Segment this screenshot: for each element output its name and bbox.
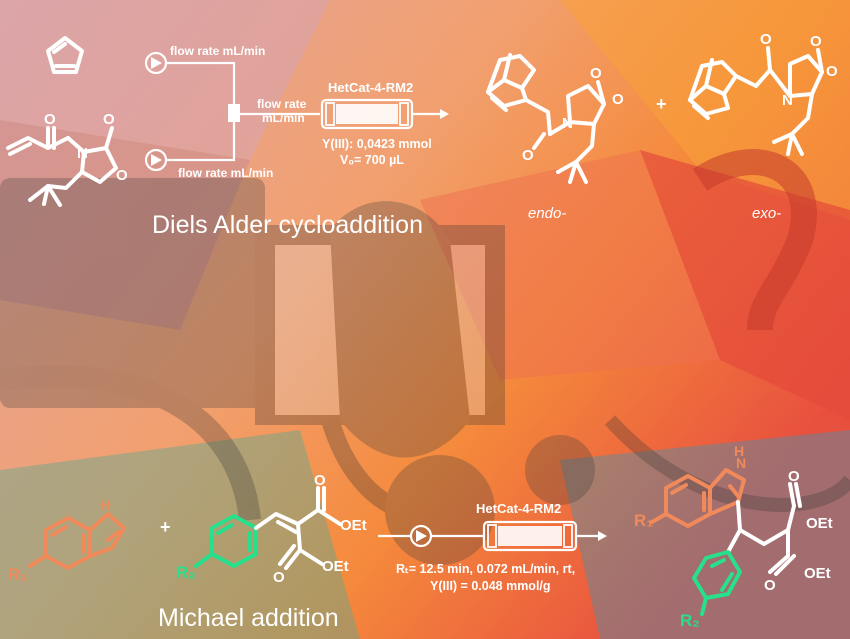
michael-conditions-1: Rₜ= 12.5 min, 0.072 mL/min, rt,: [396, 562, 575, 576]
product-nh-label: H: [734, 443, 744, 459]
atom-o: O: [590, 65, 602, 82]
flow-rate-bottom: flow rate mL/min: [178, 166, 273, 180]
exo-product-structure: O O N O: [688, 31, 838, 156]
atom-n: N: [562, 115, 573, 132]
atom-o: O: [103, 111, 115, 128]
atom-o: O: [273, 569, 285, 586]
michael-section: R₁ H + R₂ O OEt O OEt: [8, 443, 833, 632]
plus-sign-bottom: +: [160, 517, 171, 537]
product-r2-label: R₂: [680, 611, 700, 630]
atom-o: O: [612, 91, 624, 108]
atom-o: O: [314, 472, 326, 489]
plus-sign-top: +: [656, 94, 667, 114]
atom-o: O: [116, 167, 128, 184]
endo-label: endo-: [528, 205, 566, 222]
atom-o: O: [760, 31, 772, 48]
r1-label: R₁: [8, 565, 27, 584]
atom-o: O: [764, 577, 776, 594]
acryloyl-oxazolidinone-structure: O O N O: [6, 111, 128, 207]
flow-rate-mid-1: flow rate: [257, 97, 307, 111]
r2-label: R₂: [176, 563, 196, 582]
oet-label-2: OEt: [322, 558, 349, 575]
atom-n: N: [782, 92, 793, 109]
diels-alder-title: Diels Alder cycloaddition: [152, 211, 423, 239]
apparatus-silhouette: [0, 178, 850, 565]
catalyst-loading: Y(III): 0,0423 mmol: [322, 137, 432, 151]
michael-addition-title: Michael addition: [158, 604, 339, 632]
catalyst-label-bottom: HetCat-4-RM2: [476, 501, 561, 516]
indole-nh-label: H: [100, 497, 110, 513]
atom-n: N: [77, 145, 88, 162]
arylidene-malonate-structure: R₂ O OEt O OEt: [176, 472, 367, 586]
endo-product-structure: O O N O: [486, 53, 624, 184]
flow-rate-top: flow rate mL/min: [170, 44, 265, 58]
cyclopentadiene-structure: [46, 36, 84, 74]
michael-conditions-2: Y(III) = 0.048 mmol/g: [430, 579, 551, 593]
michael-product-structure: R₁ H N O OEt O OEt R₂: [634, 443, 833, 630]
atom-o: O: [826, 63, 838, 80]
exo-label: exo-: [752, 205, 781, 222]
oet-label-1: OEt: [340, 517, 367, 534]
atom-o: O: [810, 33, 822, 50]
catalyst-label-top: HetCat-4-RM2: [328, 80, 413, 95]
atom-o: O: [788, 468, 800, 485]
diels-alder-section: O O N O flow rate mL/min flow rate mL/mi…: [6, 31, 838, 239]
product-oet-2: OEt: [804, 565, 831, 582]
reactor-volume: V₀= 700 µL: [340, 153, 404, 167]
atom-o: O: [44, 111, 56, 128]
atom-o: O: [522, 147, 534, 164]
indole-reactant-structure: R₁ H: [8, 497, 126, 584]
mixing-tee: [228, 104, 240, 122]
product-oet-1: OEt: [806, 515, 833, 532]
product-r1-label: R₁: [634, 511, 653, 530]
flow-rate-mid-2: mL/min: [262, 111, 305, 125]
product-n-label: N: [736, 455, 746, 471]
